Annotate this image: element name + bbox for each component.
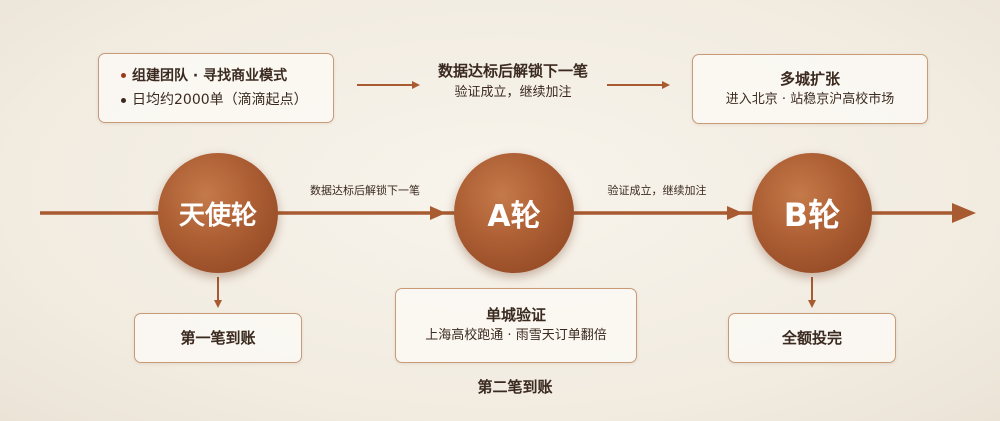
top-middle-subtitle: 验证成立，继续加注 [454,84,572,100]
bullet-dot-icon [121,73,126,79]
round-a-circle: A轮 [454,153,574,273]
top-left-line-2: 日均约2000单（滴滴起点） [121,88,308,113]
round-angel-circle: 天使轮 [158,153,278,273]
round-a-label: A轮 [487,199,541,234]
round-b-circle: B轮 [752,153,872,273]
top-middle-text: 数据达标后解锁下一笔 验证成立，继续加注 [420,60,606,103]
top-right-box: 多城扩张 进入北京 · 站稳京沪高校市场 [692,54,928,124]
axis-arrow-to-a-round [430,206,446,220]
bottom-middle-caption: 第二笔到账 [477,378,553,396]
bottom-left-box: 第一笔到账 [134,313,302,363]
bottom-right-title: 全额投完 [781,328,842,347]
axis-label-right: 验证成立，继续加注 [607,184,707,197]
round-b-label: B轮 [783,196,841,234]
bullet-dot-icon [121,97,126,103]
top-middle-title: 数据达标后解锁下一笔 [437,62,588,80]
top-left-line-1: 组建团队 · 寻找商业模式 [121,64,287,89]
bottom-middle-subtitle: 上海高校跑通 · 雨雪天订单翻倍 [425,328,607,344]
axis-arrow-to-b-round [727,206,743,220]
bottom-left-title: 第一笔到账 [180,328,256,347]
round-angel-label: 天使轮 [178,200,257,231]
bottom-middle-box: 单城验证 上海高校跑通 · 雨雪天订单翻倍 [395,288,637,363]
bottom-right-box: 全额投完 [728,313,896,363]
timeline-arrowhead [952,203,976,223]
top-left-box: 组建团队 · 寻找商业模式 日均约2000单（滴滴起点） [98,53,334,123]
top-right-title: 多城扩张 [779,69,840,88]
top-right-subtitle: 进入北京 · 站稳京沪高校市场 [725,91,895,107]
axis-label-left: 数据达标后解锁下一笔 [310,184,420,197]
bottom-middle-title: 单城验证 [485,306,546,325]
